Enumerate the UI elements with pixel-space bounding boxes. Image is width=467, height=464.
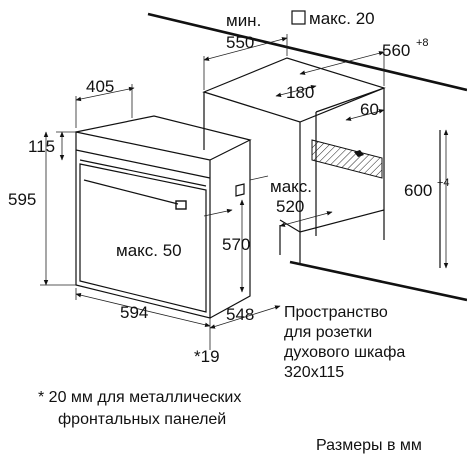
socket-note-line-2: для розетки <box>284 324 372 341</box>
dim-180: 180 <box>286 83 314 102</box>
dim-60: 60 <box>360 100 379 119</box>
dim-595: 595 <box>8 190 36 209</box>
socket-note-line-1: Пространство <box>284 304 388 321</box>
dim-max20: макс. 20 <box>309 9 375 28</box>
dim-520: 520 <box>276 197 304 216</box>
dim-600: 600 <box>404 181 432 200</box>
socket-note: Пространство для розетки духового шкафа … <box>284 304 405 381</box>
footnote-line-2: фронтальных панелей <box>58 411 226 428</box>
dim-min-label: мин. <box>226 11 261 30</box>
socket-note-line-4: 320x115 <box>284 364 344 381</box>
dim-max-label: макс. <box>270 177 312 196</box>
dim-max50: макс. 50 <box>116 241 182 260</box>
dim-405: 405 <box>86 77 114 96</box>
footnote-line-1: * 20 мм для металлических <box>38 389 241 406</box>
dim-19-footnote-ref: *19 <box>194 347 220 366</box>
oven-body <box>75 115 269 319</box>
dim-560-tolerance: +8 <box>416 37 429 49</box>
socket-note-line-3: духового шкафа <box>284 344 405 361</box>
dim-600-tolerance: +4 <box>437 177 450 189</box>
dim-550: 550 <box>226 33 254 52</box>
dim-570: 570 <box>222 235 250 254</box>
dim-548: 548 <box>226 305 254 324</box>
dim-594: 594 <box>120 303 148 322</box>
dim-115: 115 <box>28 137 55 156</box>
dim-560: 560 <box>382 41 410 60</box>
cabinet-niche <box>147 12 467 302</box>
units-note: Размеры в мм <box>316 437 422 454</box>
square-icon <box>291 10 306 25</box>
dimension-lines <box>40 34 449 350</box>
